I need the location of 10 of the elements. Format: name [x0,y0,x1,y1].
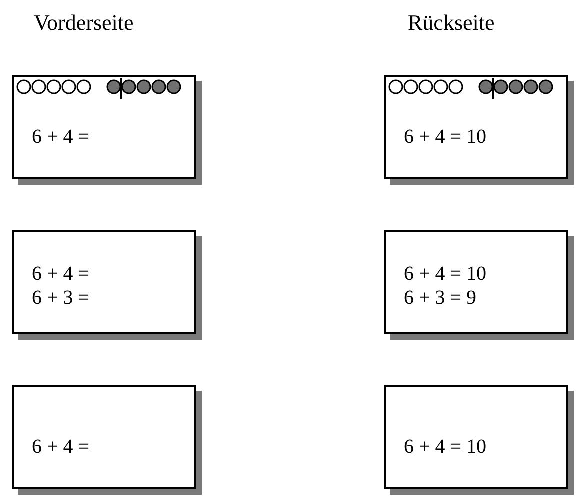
column-heading: Rückseite [408,12,495,34]
equation-text: 6 + 3 = [32,286,90,310]
equation-text: 6 + 4 = 10 [404,435,487,459]
equation-text: 6 + 4 = [32,262,90,286]
equation-text: 6 + 4 = 10 [404,262,487,286]
equation-text: 6 + 3 = 9 [404,286,478,310]
column-heading: Vorderseite [34,12,134,34]
equation-text: 6 + 4 = [32,125,90,149]
equation-text: 6 + 4 = [32,435,90,459]
equation-text: 6 + 4 = 10 [404,125,487,149]
